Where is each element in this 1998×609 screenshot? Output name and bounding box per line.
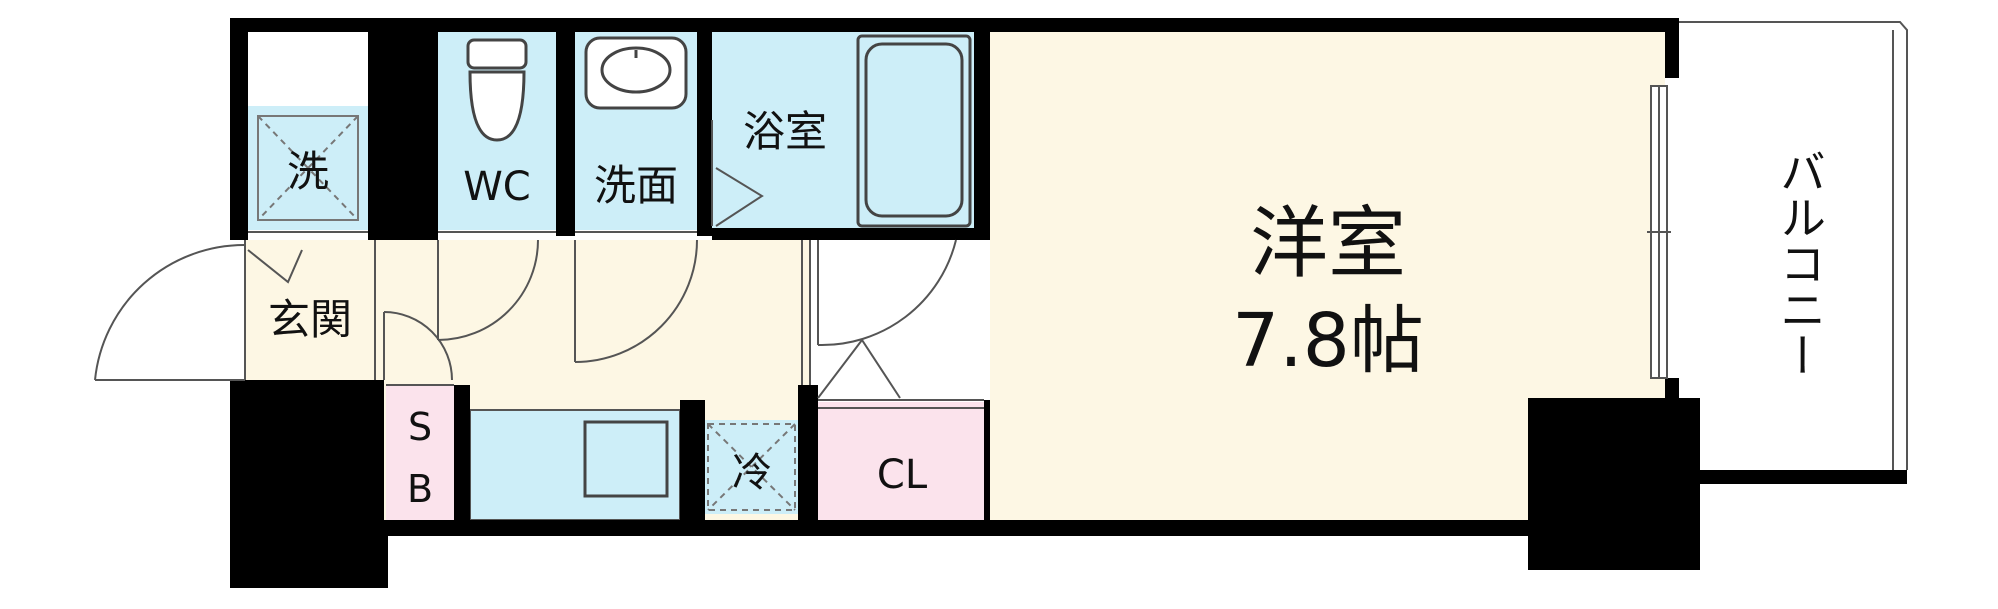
sink-icon (584, 36, 688, 110)
balcony-window (1647, 85, 1671, 379)
fridge-pan (707, 423, 796, 511)
closet-area (818, 402, 988, 522)
thin-partitions (244, 231, 984, 411)
bathroom-area (712, 32, 974, 230)
kitchen-sink-icon (583, 420, 669, 498)
laundry-label: 洗 (287, 147, 329, 196)
western-room-size: 7.8帖 (1232, 298, 1424, 384)
fridge-label: 冷 (732, 450, 772, 496)
shoe-box-label-bottom: B (407, 467, 433, 511)
balcony (1679, 21, 1908, 470)
fridge-area (705, 420, 798, 514)
balcony-label: バルコニー (1773, 148, 1827, 378)
bathroom-door (711, 120, 764, 227)
washing-machine-pan (257, 115, 359, 221)
wc-label: WC (463, 164, 530, 210)
bathroom-label: 浴室 (743, 107, 827, 156)
closet-label: CL (877, 452, 928, 498)
doors (94, 239, 957, 399)
shoe-box-area (386, 385, 454, 520)
washroom-label: 洗面 (594, 161, 678, 210)
entrance-area (245, 240, 378, 380)
entrance-label: 玄関 (268, 295, 352, 344)
kitchen-counter (469, 409, 681, 521)
western-room-label: 洋室 (1250, 199, 1406, 289)
bathtub-icon (856, 34, 972, 228)
toilet-icon (466, 38, 528, 142)
walls (230, 18, 1907, 588)
shoe-box-label-top: S (408, 405, 432, 449)
